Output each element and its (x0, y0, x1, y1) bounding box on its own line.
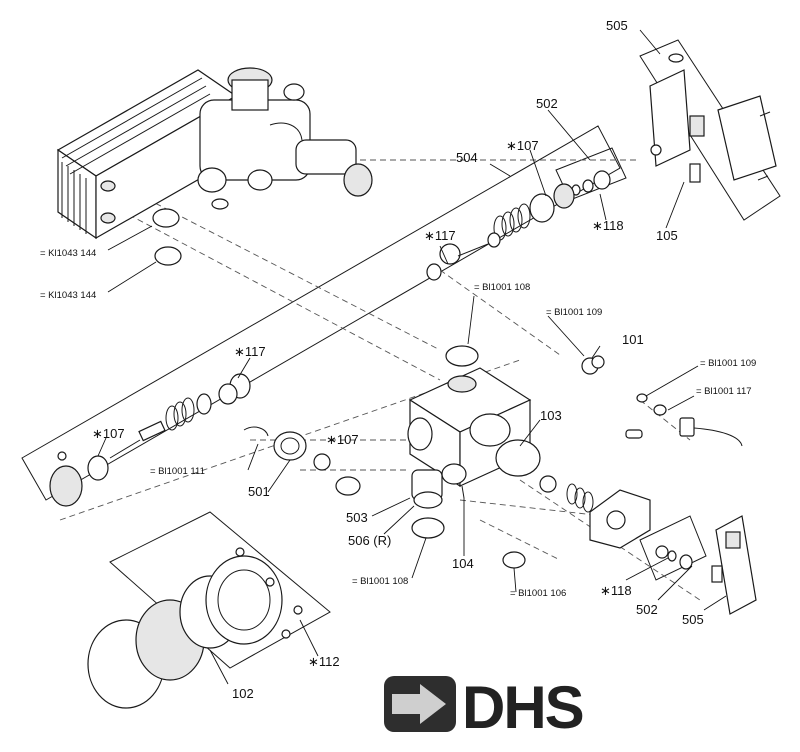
label-112: ∗112 (308, 654, 340, 669)
top-axis-parts (426, 170, 611, 281)
label-105: 105 (656, 228, 678, 243)
microswitch-assembly-505-bot (711, 515, 757, 615)
ref-kl1043-144-b: = Kl1043 144 (40, 290, 96, 301)
assembly-frame-505-top (639, 39, 781, 221)
label-104: 104 (452, 556, 474, 571)
arrow-icon (392, 684, 446, 724)
label-502-bot: 502 (636, 602, 658, 617)
label-501: 501 (248, 484, 270, 499)
label-107-left: ∗107 (92, 426, 125, 441)
label-107-mid: ∗107 (326, 432, 359, 447)
oring-bl1001-108-bot (411, 517, 445, 539)
central-valve-body (407, 367, 532, 509)
assembly-frame-504 (21, 125, 621, 501)
label-117-top: ∗117 (424, 228, 456, 243)
oring-bl1001-106 (502, 551, 526, 569)
oring-kl1043-a (152, 208, 180, 228)
logo-text: DHS (462, 674, 583, 741)
spring-left (165, 397, 195, 431)
leader-lines (97, 29, 727, 685)
label-502-top: 502 (536, 96, 558, 111)
label-506: 506 (R) (348, 533, 391, 548)
ref-kl1043-144-a: = Kl1043 144 (40, 248, 96, 259)
ref-bl1001-111: = Bl1001 111 (150, 466, 205, 477)
ref-bl1001-109-a: = Bl1001 109 (546, 307, 602, 318)
label-504: 504 (456, 150, 478, 165)
label-505-bot: 505 (682, 612, 704, 627)
label-101: 101 (622, 332, 644, 347)
label-503: 503 (346, 510, 368, 525)
ref-bl1001-117: = Bl1001 117 (696, 386, 752, 397)
sensor-bl1001-117 (636, 393, 743, 447)
ref-bl1001-108-bot: = Bl1001 108 (352, 576, 408, 587)
spring-right (566, 483, 594, 513)
bottom-502-parts (655, 545, 693, 570)
label-117-mid: ∗117 (234, 344, 266, 359)
label-103: 103 (540, 408, 562, 423)
spring-top (493, 203, 531, 241)
left-axis-parts (49, 373, 269, 507)
screw-right (625, 429, 643, 439)
right-cover (539, 475, 651, 549)
label-107-top: ∗107 (506, 138, 539, 153)
label-118-top: ∗118 (592, 218, 624, 233)
part-501 (273, 431, 307, 461)
bottom-cover-102 (87, 547, 303, 709)
part-101 (581, 355, 605, 375)
microswitch-assembly-505-top (649, 53, 777, 183)
ref-bl1001-106: = Bl1001 106 (510, 588, 566, 599)
top-valve-body (197, 67, 373, 210)
oring-kl1043-b (154, 246, 182, 266)
dhs-logo: DHS (384, 674, 585, 741)
ref-bl1001-108-top: = Bl1001 108 (474, 282, 530, 293)
label-118-bot: ∗118 (600, 583, 632, 598)
ref-bl1001-109-b: = Bl1001 109 (700, 358, 756, 369)
part-107-mid (313, 453, 361, 496)
label-505-top: 505 (606, 18, 628, 33)
label-102: 102 (232, 686, 254, 701)
oring-bl1001-108-top (445, 345, 479, 367)
part-103-diaphragm (495, 439, 541, 477)
